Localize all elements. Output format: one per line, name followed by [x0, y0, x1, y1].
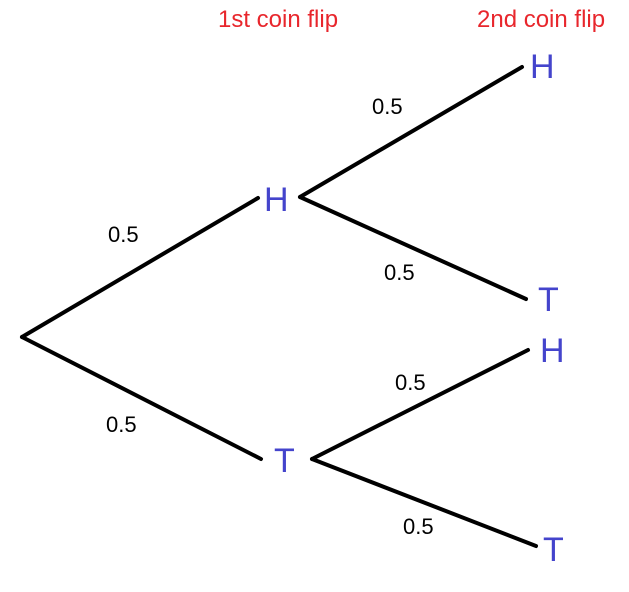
- second-flip-header: 2nd coin flip: [477, 6, 605, 33]
- branch-tails-to-heads: [310, 348, 530, 461]
- node-tails-then-tails: T: [543, 531, 564, 569]
- branch-root-to-heads: [20, 196, 260, 339]
- probability-tails-then-tails: 0.5: [403, 514, 434, 539]
- node-tails-then-heads: H: [540, 332, 565, 370]
- probability-first-tails: 0.5: [106, 412, 137, 437]
- probability-first-heads: 0.5: [108, 222, 139, 247]
- branch-heads-to-tails: [298, 195, 528, 301]
- branch-heads-to-heads: [298, 65, 524, 199]
- branch-tails-to-tails: [310, 457, 538, 548]
- node-first-heads: H: [264, 181, 289, 219]
- probability-heads-then-tails: 0.5: [384, 260, 415, 285]
- branch-root-to-tails: [20, 335, 263, 461]
- node-heads-then-heads: H: [530, 48, 555, 86]
- probability-tails-then-heads: 0.5: [395, 370, 426, 395]
- probability-heads-then-heads: 0.5: [372, 94, 403, 119]
- first-flip-header: 1st coin flip: [218, 6, 338, 33]
- node-heads-then-tails: T: [538, 281, 559, 319]
- node-first-tails: T: [274, 442, 295, 480]
